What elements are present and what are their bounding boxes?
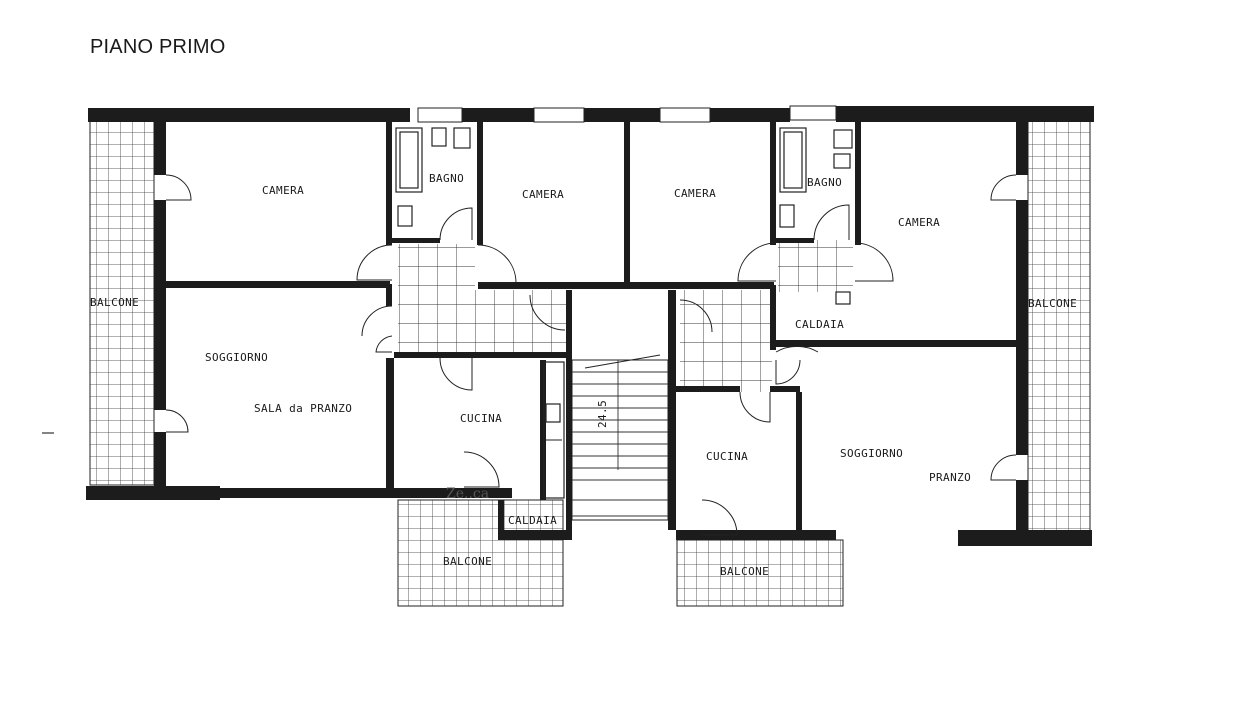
window-top-1: [533, 107, 585, 123]
label-pranzo: PRANZO: [929, 471, 971, 484]
kitchen-counter-left: [543, 361, 565, 499]
caldaia-box-right: [835, 291, 851, 305]
hallway-right-tiles: [778, 240, 853, 292]
label-camera-1: CAMERA: [262, 184, 304, 197]
interior-walls: [154, 120, 1028, 540]
label-cucina-left: CUCINA: [460, 412, 502, 425]
label-caldaia-left: CALDAIA: [508, 514, 557, 527]
label-camera-4: CAMERA: [898, 216, 940, 229]
label-cucina-right: CUCINA: [706, 450, 748, 463]
label-balcone-bottom-right: BALCONE: [720, 565, 769, 578]
label-balcone-left: BALCONE: [90, 296, 139, 309]
stair-label: 24.5: [596, 400, 609, 428]
bathroom-fixtures-left: [395, 107, 471, 227]
label-soggiorno-right: SOGGIORNO: [840, 447, 903, 460]
stairwell: [571, 354, 669, 521]
hallway-left-tiles: [398, 244, 475, 352]
label-balcone-bottom-left: BALCONE: [443, 555, 492, 568]
page-title: PIANO PRIMO: [90, 36, 226, 58]
window-top-2: [659, 107, 711, 123]
hallway-left-tiles-2: [475, 290, 567, 352]
balcone-bottom-right-area: [676, 539, 844, 607]
door-swings: [165, 174, 1017, 536]
label-camera-3: CAMERA: [674, 187, 716, 200]
balcone-right-area: [1027, 119, 1091, 533]
outer-walls: [86, 106, 1094, 546]
label-bagno-2: BAGNO: [807, 176, 842, 189]
label-camera-2: CAMERA: [522, 188, 564, 201]
label-caldaia-right: CALDAIA: [795, 318, 844, 331]
label-sala-pranzo: SALA da PRANZO: [254, 402, 352, 415]
label-balcone-right: BALCONE: [1028, 297, 1077, 310]
label-soggiorno-left: SOGGIORNO: [205, 351, 268, 364]
bathroom-fixtures-right: [779, 105, 853, 228]
label-bagno-1: BAGNO: [429, 172, 464, 185]
hallway-right-tiles-2: [680, 290, 772, 392]
watermark: Ze..ca: [446, 486, 489, 502]
balcone-bottom-left-area: [397, 499, 564, 607]
